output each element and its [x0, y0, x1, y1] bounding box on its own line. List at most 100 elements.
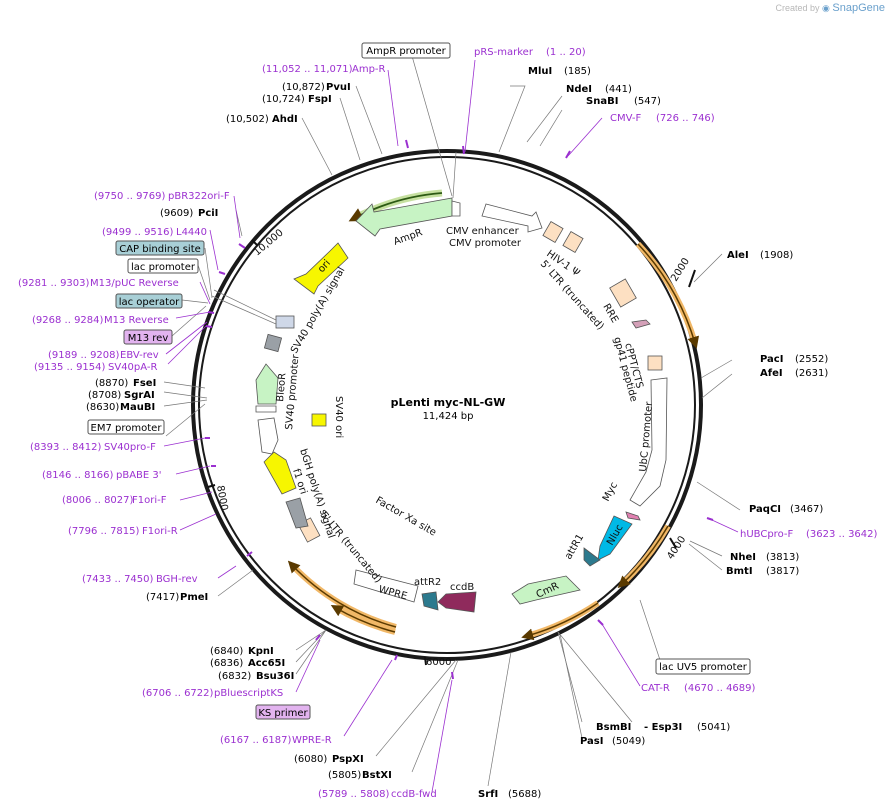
feature-label: BleoR — [275, 373, 288, 403]
site-pos: (2631) — [795, 368, 828, 379]
feature-label: AmpR — [392, 227, 424, 248]
tick-label: 8000 — [214, 485, 229, 512]
cmv-enhancer-arrow — [481, 203, 543, 233]
feature-label: ccdB — [450, 582, 474, 593]
box-label: AmpR promoter — [366, 46, 446, 57]
primer-range: (6167 .. 6187) — [220, 735, 292, 746]
site-name: Bsu36I — [256, 671, 294, 682]
site-name: PspXI — [332, 754, 364, 765]
box-label: lac UV5 promoter — [659, 662, 748, 673]
primer-range: (1 .. 20) — [546, 47, 586, 58]
site-name: - Esp3I — [644, 722, 682, 733]
feature-label: CMV enhancer — [446, 226, 520, 237]
box-label: KS primer — [258, 708, 308, 719]
primer-name: Amp-R — [352, 64, 386, 75]
site-name: SgrAI — [124, 390, 155, 401]
primer-name: hUBCpro-F — [740, 529, 793, 540]
primer-range: (9189 .. 9208) — [48, 350, 120, 361]
box-label: EM7 promoter — [91, 423, 163, 434]
site-name: BmtI — [726, 566, 753, 577]
attr2-arrow — [421, 591, 439, 611]
primer-range: (5789 .. 5808) — [318, 789, 390, 800]
primer-name: ccdB-fwd — [391, 789, 437, 800]
internal-features — [255, 197, 668, 613]
primer-range: (9268 .. 9284) — [32, 315, 104, 326]
primer-range: (4670 .. 4689) — [684, 683, 756, 694]
feature-label: attR2 — [414, 577, 441, 588]
sv40-polya-gray — [263, 333, 283, 353]
tick-label: 6000 — [426, 657, 451, 668]
f1ori-gray — [285, 497, 309, 529]
sv40-promoter-box — [255, 405, 277, 413]
ampr-promoter-box — [451, 200, 461, 217]
site-pos: (8630) — [86, 402, 119, 413]
site-pos: (9609) — [160, 208, 193, 219]
site-pos: (5805) — [328, 770, 361, 781]
primer-name: SV40pro-F — [104, 442, 156, 453]
site-name: AleI — [727, 250, 749, 261]
site-pos: (8870) — [95, 378, 128, 389]
site-pos: (3813) — [766, 552, 799, 563]
primer-name: pBR322ori-F — [168, 191, 230, 202]
primer-range: (3623 .. 3642) — [806, 529, 878, 540]
primer-name: M13/pUC Reverse — [90, 278, 179, 289]
primer-range: (8393 .. 8412) — [30, 442, 102, 453]
site-name: NheI — [730, 552, 756, 563]
outer-feature-arcs — [287, 189, 700, 641]
snapgene-credit: Created by ◉ SnapGene — [775, 2, 885, 14]
site-pos: (6832) — [218, 671, 251, 682]
site-pos: (5688) — [508, 789, 541, 800]
plasmid-name: pLenti myc-NL-GW — [391, 396, 506, 409]
primer-name: pBluescriptKS — [214, 688, 283, 699]
site-name: BsmBI — [596, 722, 631, 733]
site-pos: (1908) — [760, 250, 793, 261]
primer-labels: pRS-marker (1 .. 20) CMV-F (726 .. 746) … — [18, 47, 878, 800]
primer-name: pRS-marker — [474, 47, 534, 58]
site-pos: (547) — [634, 96, 661, 107]
primer-range: (8006 .. 8027) — [62, 495, 134, 506]
ubc-promoter-arrow — [629, 377, 668, 507]
attr1-arrow — [583, 547, 601, 567]
boxed-labels: AmpR promoter lac UV5 promoter KS primer… — [87, 42, 751, 720]
site-name: PmeI — [180, 592, 208, 603]
box-label: lac operator — [119, 297, 180, 308]
site-pos: (5049) — [612, 736, 645, 747]
plasmid-size: 11,424 bp — [423, 411, 474, 422]
box-label: lac promoter — [131, 262, 196, 273]
gp41-box — [647, 355, 663, 371]
site-pos: (10,724) — [262, 94, 305, 105]
site-name: PvuI — [326, 82, 351, 93]
primer-range: (8146 .. 8166) — [42, 470, 114, 481]
site-pos: (6840) — [210, 646, 243, 657]
site-pos: (2552) — [795, 354, 828, 365]
site-name: Acc65I — [248, 658, 285, 669]
site-pos: (7417) — [146, 592, 179, 603]
ori-arrow — [293, 242, 349, 295]
backbone-outer — [191, 149, 703, 661]
connectors — [163, 55, 741, 787]
primer-connectors — [163, 59, 739, 793]
restriction-sites: MluI (185) NdeI (441) SnaBI (547) AleI (… — [86, 66, 828, 800]
primer-range: (6706 .. 6722) — [142, 688, 214, 699]
site-name: NdeI — [566, 84, 592, 95]
primer-range: (7433 .. 7450) — [82, 574, 154, 585]
site-pos: (441) — [605, 84, 632, 95]
site-name: AfeI — [760, 368, 783, 379]
site-pos: (10,872) — [282, 82, 325, 93]
site-name: AhdI — [272, 114, 298, 125]
primer-name: CAT-R — [641, 683, 670, 694]
site-name: PciI — [198, 208, 218, 219]
primer-name: F1ori-F — [132, 495, 167, 506]
primer-name: M13 Reverse — [104, 315, 169, 326]
tick-label: 2000 — [669, 256, 692, 283]
primer-range: (11,052 .. 11,071) — [262, 64, 353, 75]
primer-name: WPRE-R — [292, 735, 332, 746]
primer-range: (9135 .. 9154) — [34, 362, 106, 373]
site-name: MauBI — [120, 402, 155, 413]
primer-range: (7796 .. 7815) — [68, 526, 140, 537]
site-name: SrfI — [478, 789, 498, 800]
feature-label: CMV promoter — [449, 238, 522, 249]
tick-label: 4000 — [665, 534, 688, 561]
snapgene-logo-icon: ◉ — [822, 3, 830, 13]
